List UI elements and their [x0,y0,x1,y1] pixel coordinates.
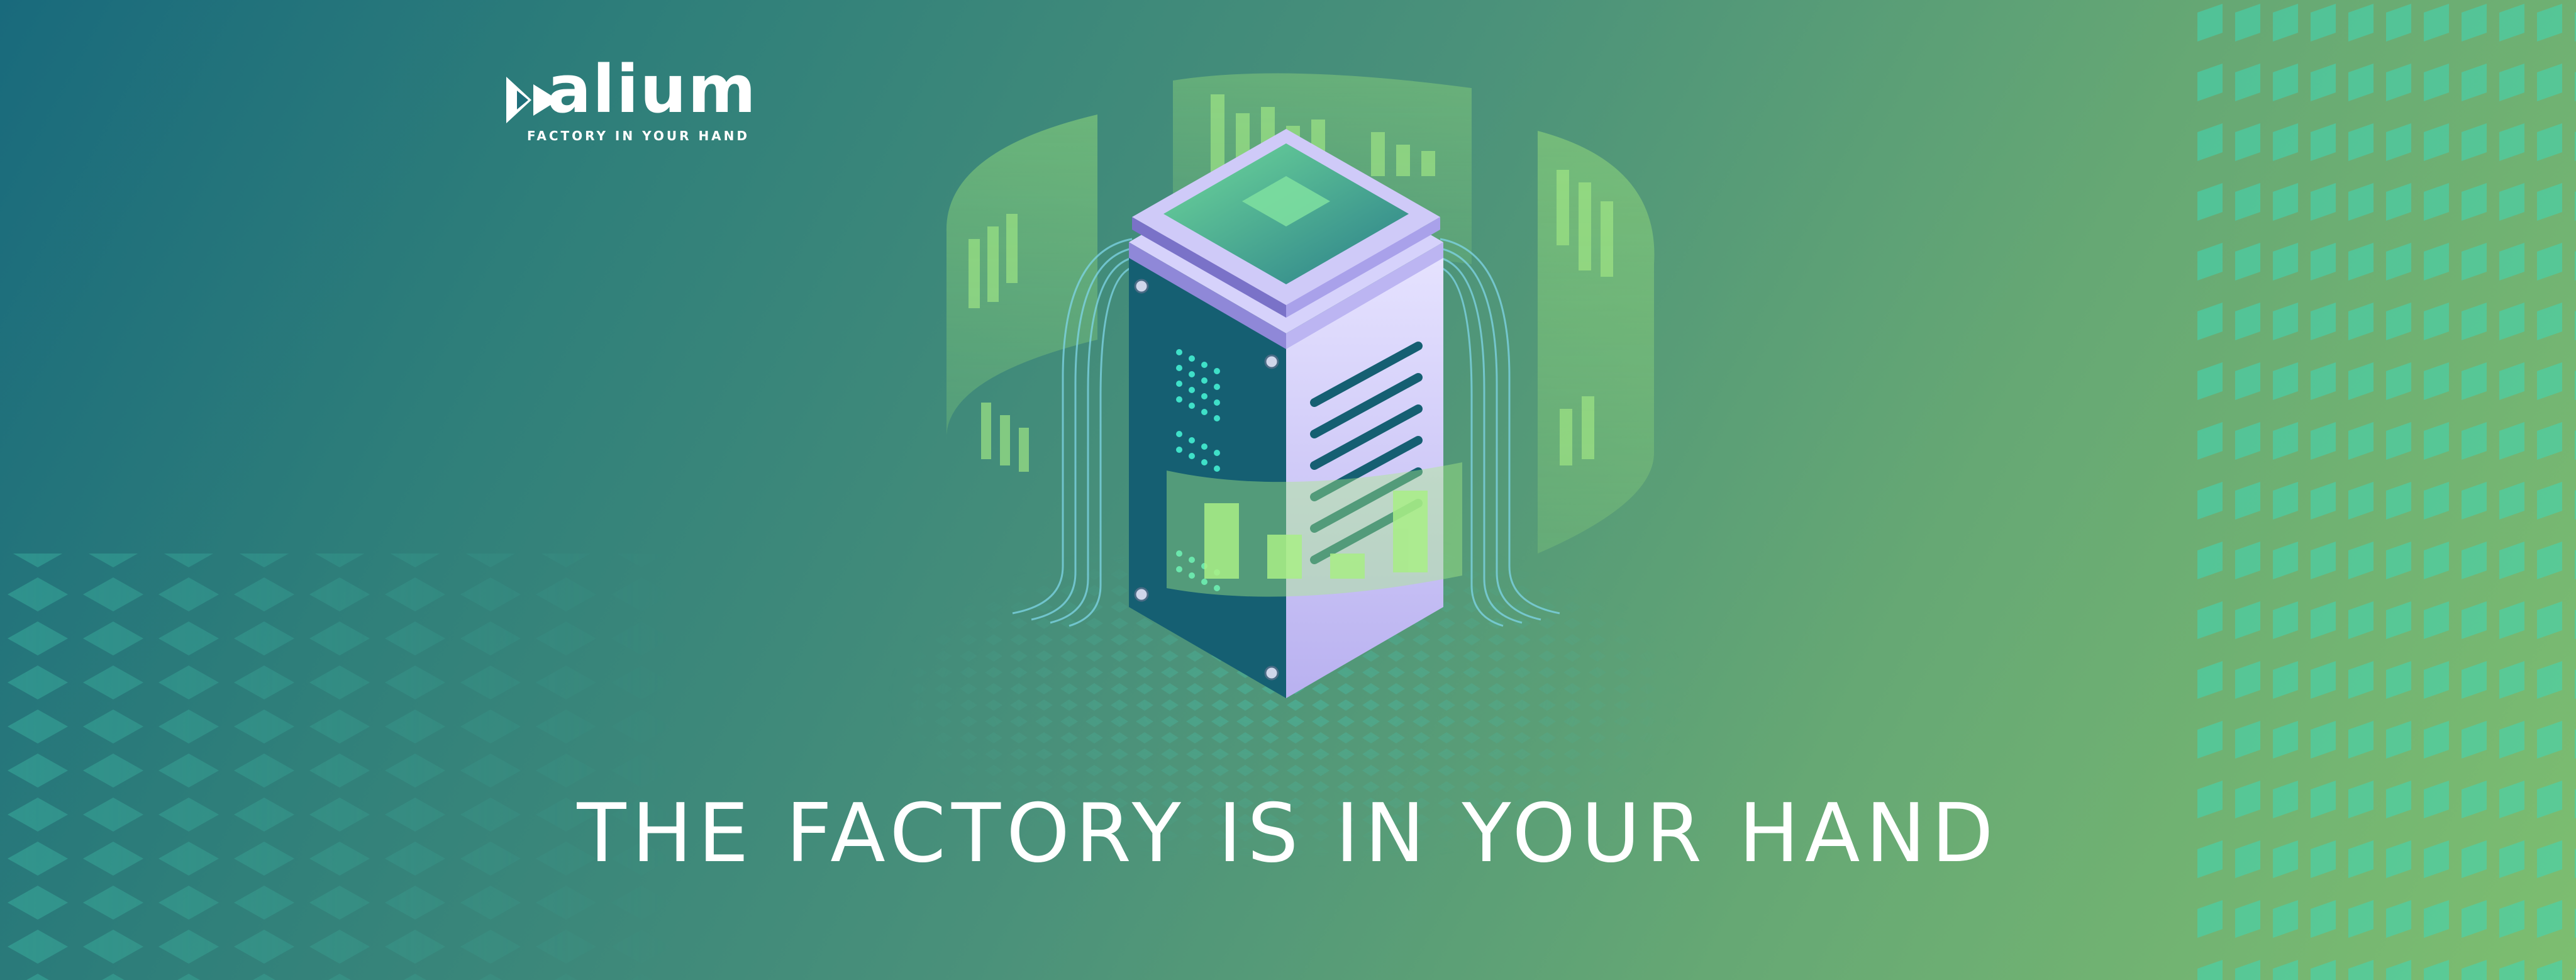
brand-tagline: FACTORY IN YOUR HAND [527,128,750,143]
brand-logo[interactable]: alium FACTORY IN YOUR HAND [503,57,756,146]
alium-logo-icon [506,77,558,123]
page-headline: THE FACTORY IS IN YOUR HAND [577,787,1999,881]
brand-name: alium [547,51,757,128]
